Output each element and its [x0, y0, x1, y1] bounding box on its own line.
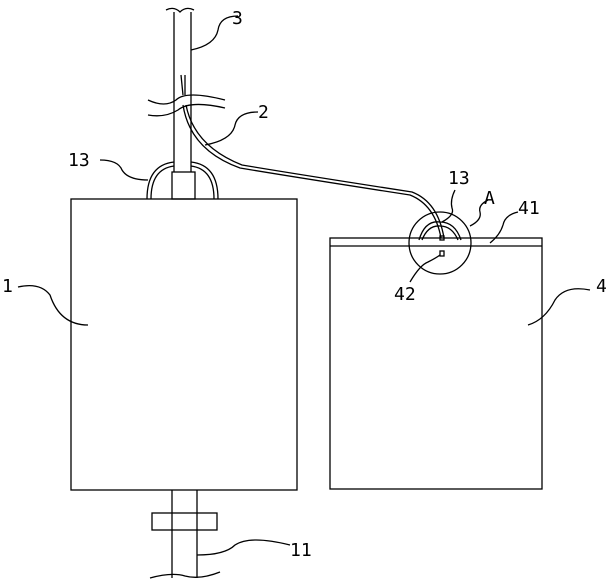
hook-13-left — [146, 161, 219, 200]
bag-1 — [70, 198, 298, 491]
leader-lines — [17, 15, 591, 556]
label-3: 3 — [232, 8, 243, 29]
detail-A — [408, 211, 472, 275]
tube-2 — [180, 74, 445, 239]
label-1: 1 — [2, 276, 13, 297]
bag-4 — [329, 237, 543, 490]
label-13-right: 13 — [448, 168, 470, 189]
label-41: 41 — [518, 198, 540, 219]
pole-3 — [147, 7, 226, 200]
label-4: 4 — [596, 276, 607, 297]
label-11: 11 — [290, 540, 312, 561]
label-2: 2 — [258, 102, 269, 123]
label-42: 42 — [394, 284, 416, 305]
label-A: A — [484, 188, 495, 209]
label-13-left: 13 — [68, 150, 90, 171]
outlet-11 — [149, 490, 221, 579]
